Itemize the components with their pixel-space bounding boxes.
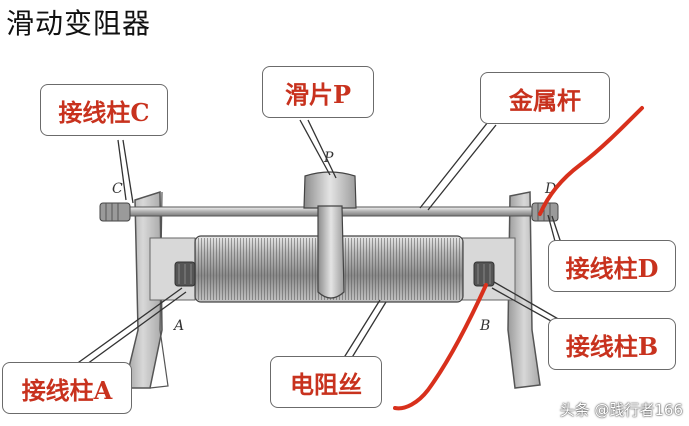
letter-a: A	[172, 318, 184, 334]
callout-terminal-d: 接线柱D	[548, 240, 676, 292]
right-end-plate	[507, 191, 541, 389]
leader-p	[299, 119, 331, 176]
callout-resistance-wire: 电阻丝	[270, 356, 382, 408]
leader-c	[117, 139, 127, 201]
tube-right-end	[459, 237, 516, 301]
letter-c: C	[112, 181, 123, 197]
callout-metal-rod: 金属杆	[480, 72, 610, 124]
leader-rod	[419, 121, 489, 209]
diagram-title: 滑动变阻器	[6, 7, 152, 40]
watermark: 头条 @践行者166	[559, 401, 683, 419]
terminal-c-knob	[99, 202, 131, 222]
callout-slider-p: 滑片P	[262, 66, 374, 118]
leader-b	[493, 281, 561, 321]
leader-a	[67, 287, 183, 371]
terminal-b-knob	[473, 261, 495, 287]
leader-lines	[67, 119, 563, 373]
red-line-to-d	[538, 106, 644, 216]
callout-terminal-a: 接线柱A	[2, 362, 132, 414]
leader-wire	[339, 299, 381, 365]
letter-p: P	[323, 150, 334, 166]
letter-b: B	[479, 318, 490, 334]
slider-p	[303, 171, 357, 299]
red-line-to-b	[393, 283, 488, 411]
callout-terminal-c: 接线柱C	[40, 84, 168, 136]
callout-terminal-b: 接线柱B	[548, 318, 676, 370]
terminal-a-knob	[174, 261, 196, 287]
